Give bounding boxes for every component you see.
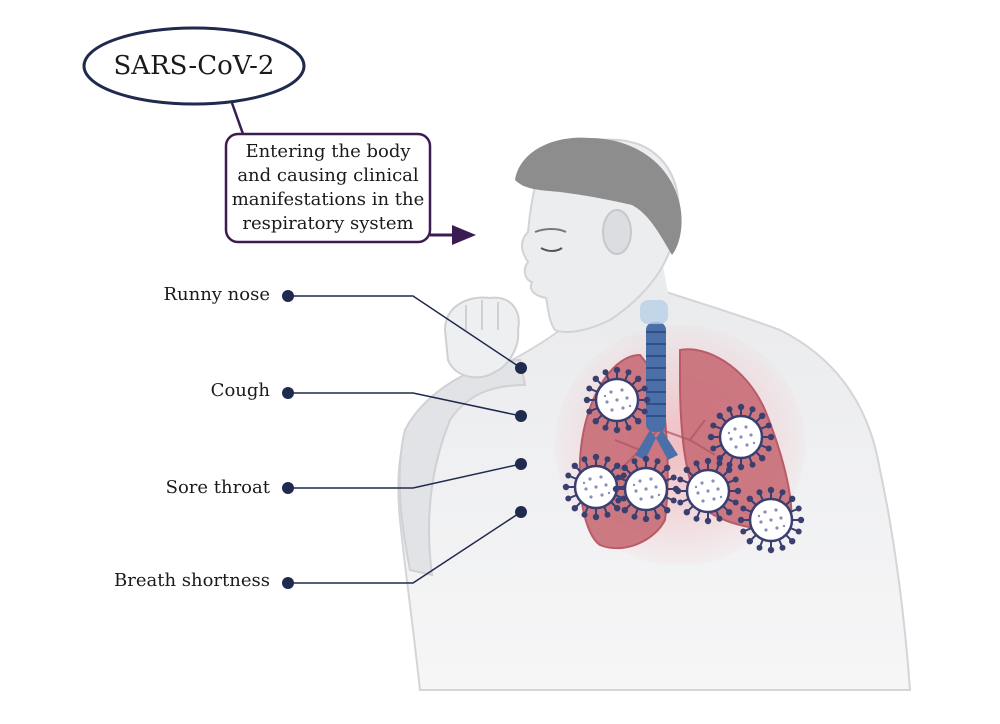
callout-line: respiratory system bbox=[242, 213, 414, 234]
body-dot bbox=[515, 362, 527, 374]
body-dot bbox=[515, 458, 527, 470]
leader-lines bbox=[288, 295, 522, 584]
callout-box bbox=[224, 132, 432, 244]
callout-text: Entering the body and causing clinical m… bbox=[226, 134, 430, 242]
virus-name-label: SARS-CoV-2 bbox=[113, 51, 275, 81]
human-figure bbox=[397, 137, 912, 691]
body-dot bbox=[515, 506, 527, 518]
callout-line: and causing clinical bbox=[237, 165, 419, 186]
symptom-runny-nose: Runny nose bbox=[163, 284, 270, 305]
callout-line: Entering the body bbox=[245, 141, 411, 162]
virus-particle bbox=[736, 485, 806, 555]
virus-particle bbox=[706, 402, 776, 472]
symptom-cough: Cough bbox=[210, 380, 270, 401]
symptom-breath-shortness: Breath shortness bbox=[114, 570, 270, 591]
virus-oval bbox=[82, 26, 306, 106]
arrow-head-icon bbox=[452, 225, 476, 245]
trachea bbox=[635, 322, 678, 460]
symptom-dot bbox=[282, 577, 294, 589]
symptom-sore-throat: Sore throat bbox=[165, 477, 270, 498]
virus-particle bbox=[561, 452, 631, 522]
virus-particle bbox=[611, 454, 681, 524]
symptom-dot bbox=[282, 387, 294, 399]
symptom-dot bbox=[282, 482, 294, 494]
virus-particle bbox=[582, 365, 652, 435]
body-dot bbox=[515, 410, 527, 422]
symptom-dot bbox=[282, 290, 294, 302]
virus-particle bbox=[673, 456, 743, 526]
callout-line: manifestations in the bbox=[231, 189, 425, 210]
oval-connector bbox=[230, 102, 245, 135]
